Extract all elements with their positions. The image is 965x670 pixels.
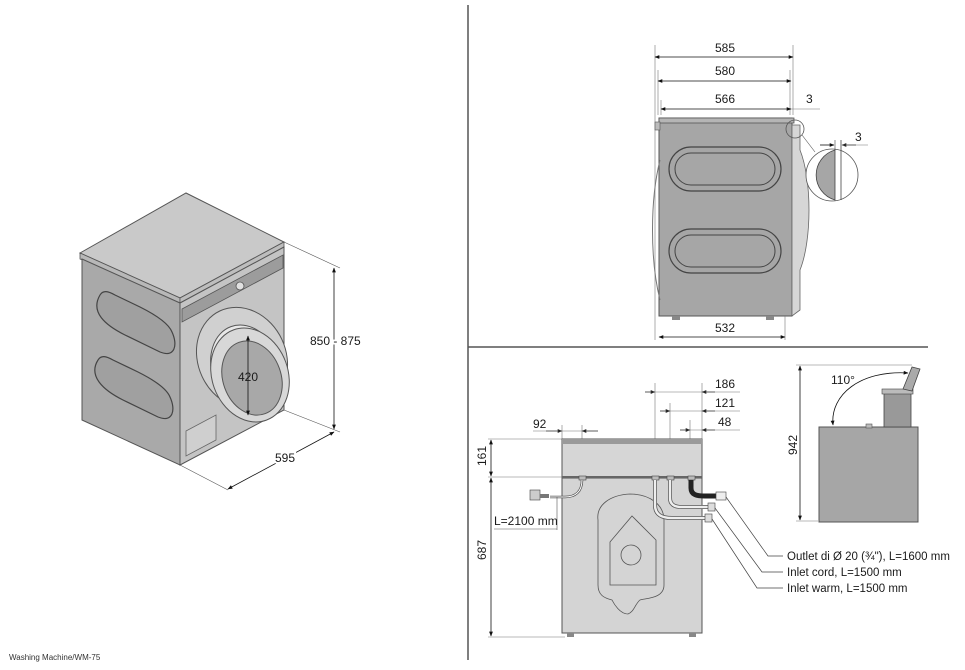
lid-angle-label: 110° <box>831 373 855 387</box>
control-knob <box>235 281 245 291</box>
top-height-label: 161 <box>475 446 489 466</box>
angle-arc <box>830 370 909 426</box>
power-plug <box>529 489 541 501</box>
control-panel <box>181 254 284 323</box>
rear-view: 92 186 121 48 161 687 <box>475 377 950 638</box>
open-lid <box>902 366 921 392</box>
document-footer-title: Washing Machine/WM-75 <box>9 653 101 662</box>
depth-585-label: 585 <box>715 41 735 55</box>
width-label: 595 <box>275 451 295 465</box>
depth-532-label: 532 <box>715 321 735 335</box>
detergent-drawer <box>883 391 912 428</box>
callout-inlet-cold: Inlet cord, L=1500 mm <box>787 567 902 579</box>
lid-open-view: 942 110° <box>786 364 921 523</box>
offset-top-label: 3 <box>806 92 813 106</box>
lid-machine-body <box>818 426 919 523</box>
outlet-offset-label: 186 <box>715 377 735 391</box>
height-label: 850 - 875 <box>310 334 361 348</box>
side-oval-bottom <box>94 356 174 419</box>
door-diameter-label: 420 <box>238 370 258 384</box>
callout-inlet-warm: Inlet warm, L=1500 mm <box>787 583 907 595</box>
cable-offset-label: 92 <box>533 417 547 431</box>
foot <box>672 316 680 320</box>
depth-566-label: 566 <box>715 92 735 106</box>
side-oval-bottom <box>668 228 782 274</box>
isometric-view: 420 850 - 875 595 <box>78 192 363 491</box>
callout-outlet: Outlet di Ø 20 (¾"), L=1600 mm <box>787 551 950 563</box>
depth-580-label: 580 <box>715 64 735 78</box>
rear-drum-hub <box>620 544 642 566</box>
inlet-warm-offset-label: 48 <box>718 415 732 429</box>
rear-top-panel <box>561 438 703 478</box>
side-body <box>658 117 793 317</box>
inlet-cold-offset-label: 121 <box>715 396 735 410</box>
width-dimension-line <box>227 431 335 490</box>
side-oval-top <box>668 146 782 192</box>
offset-detail-label: 3 <box>855 130 862 144</box>
cable-length-label: L=2100 mm <box>494 514 558 528</box>
filter-hatch <box>185 414 217 457</box>
connection-height-label: 687 <box>475 540 489 560</box>
lid-height-label: 942 <box>786 435 800 455</box>
rear-body <box>561 477 703 634</box>
side-view: 585 580 566 3 532 3 <box>652 41 868 340</box>
outlet-hose <box>688 480 716 499</box>
foot <box>689 633 696 637</box>
foot <box>766 316 774 320</box>
side-oval-top <box>96 291 176 354</box>
foot <box>567 633 574 637</box>
